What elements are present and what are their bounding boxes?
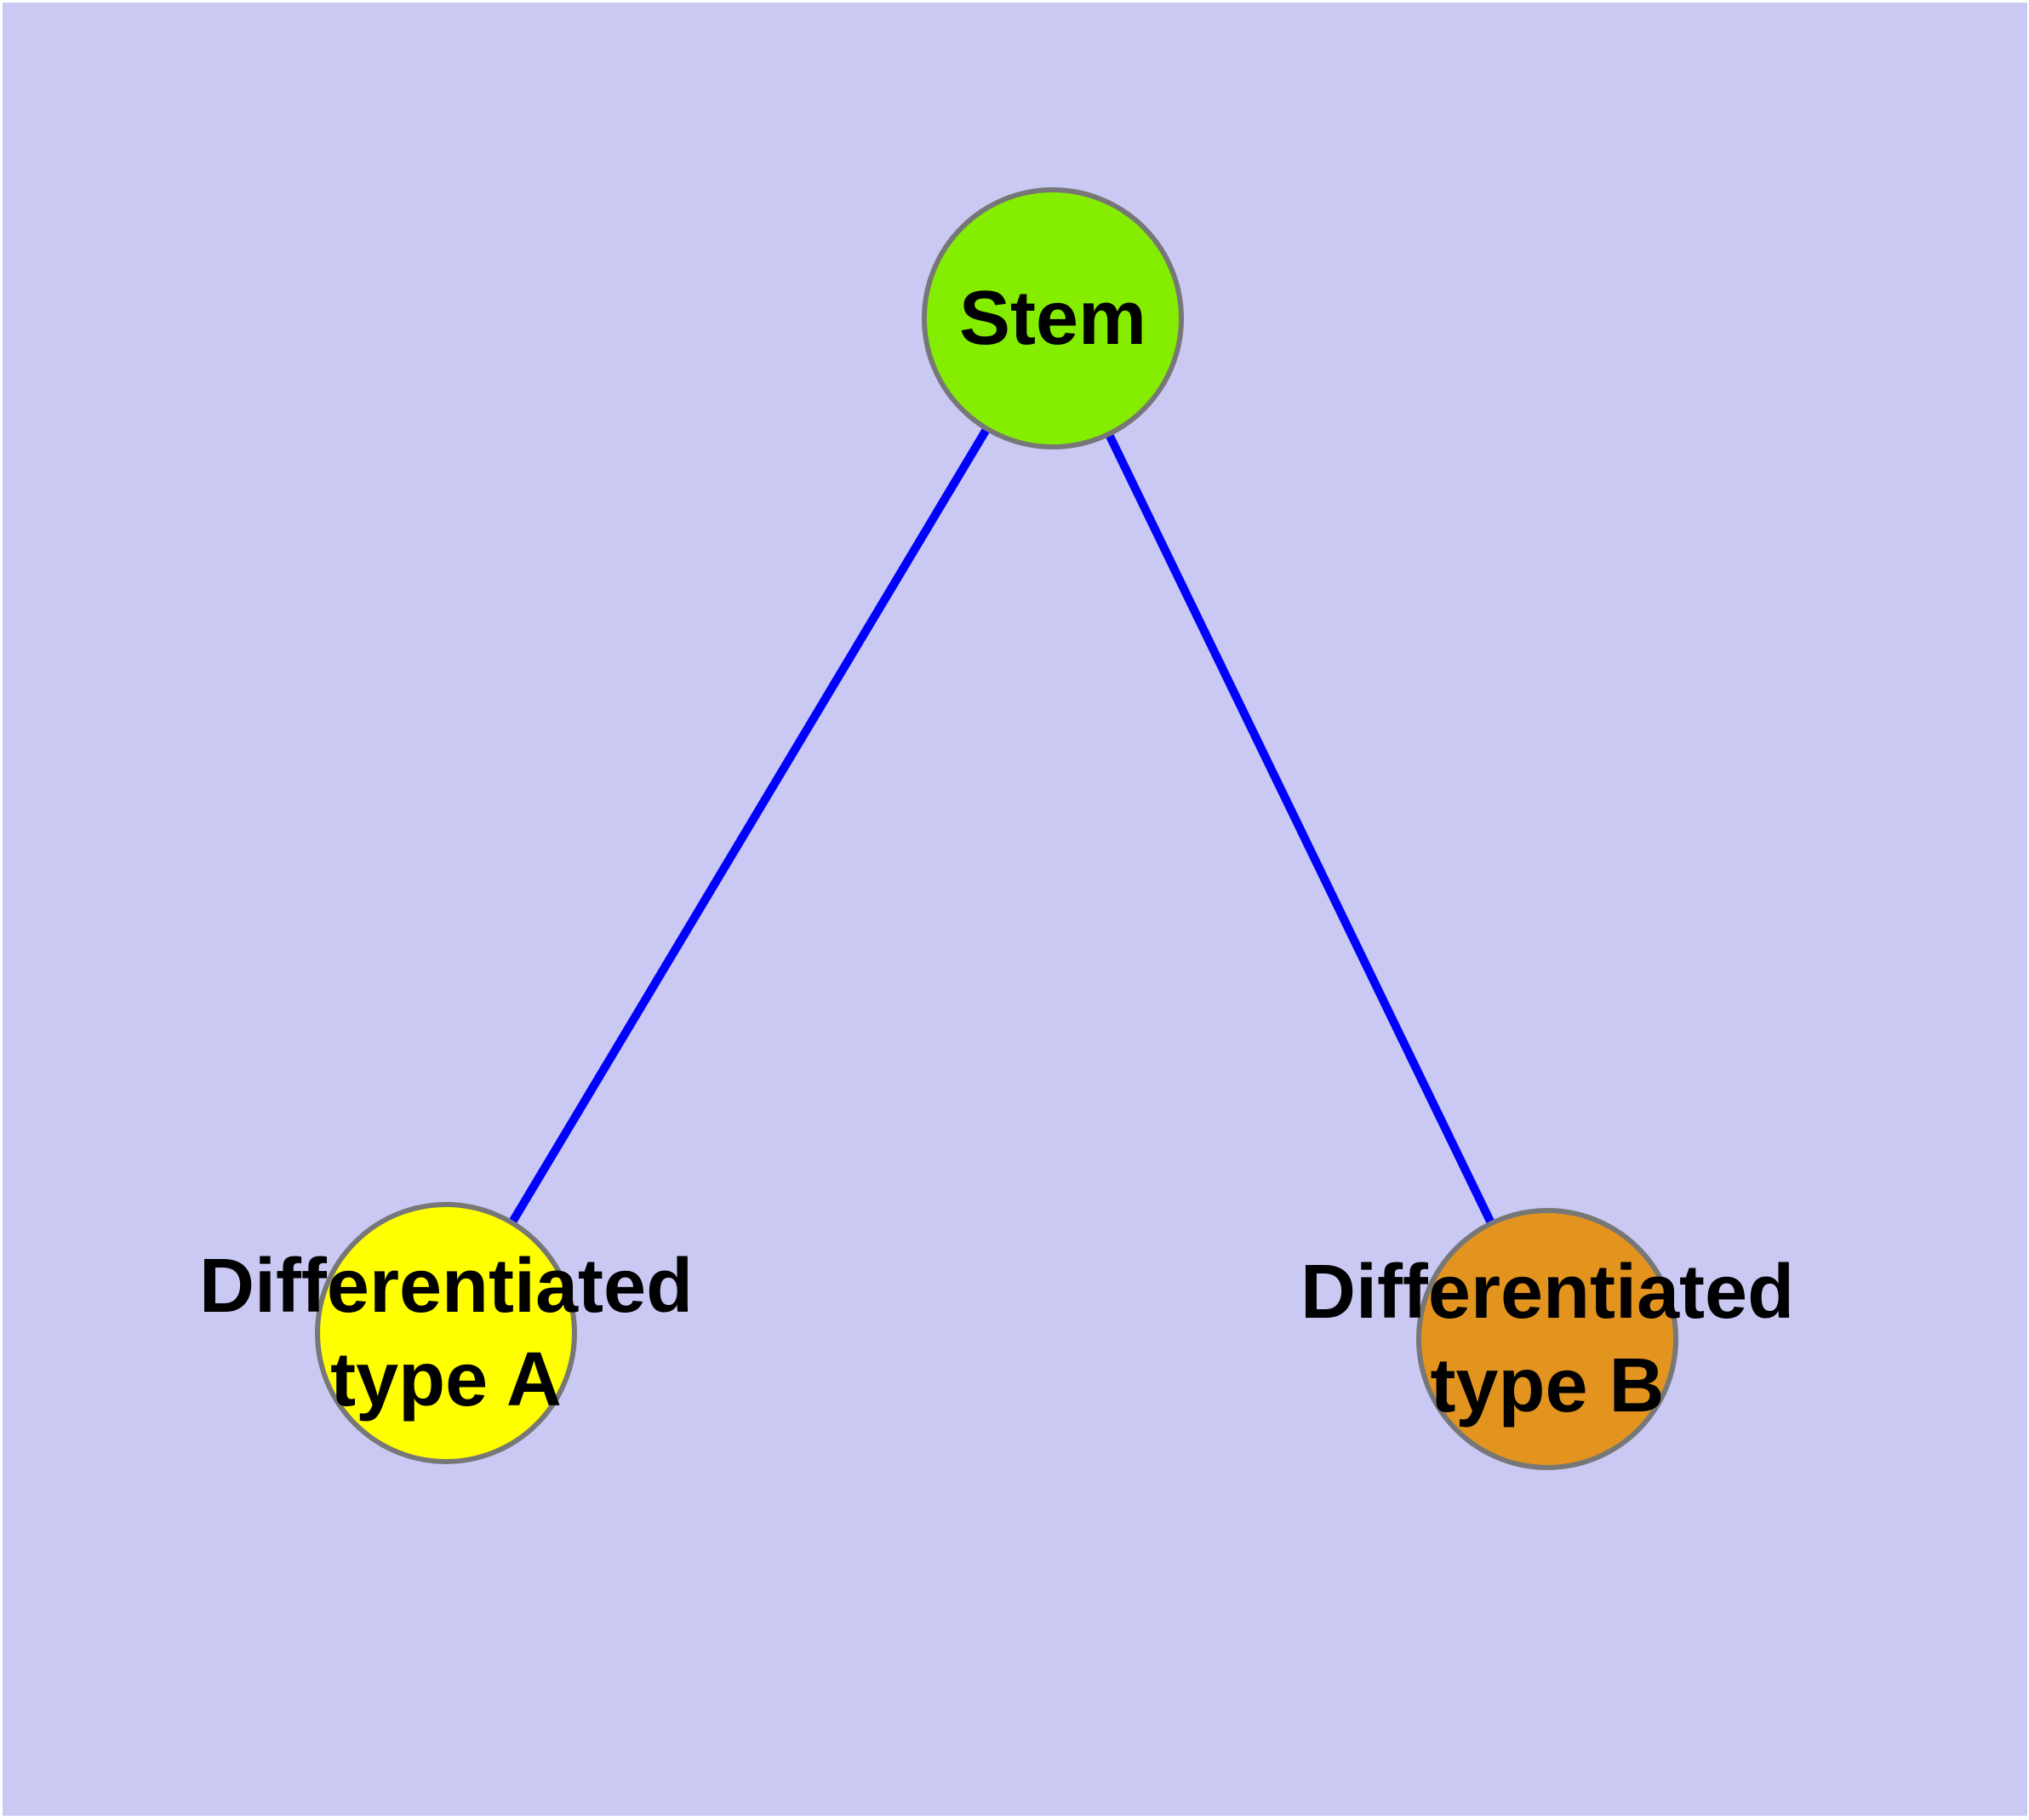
node-type-a-label-line2: type A bbox=[330, 1337, 562, 1422]
node-type-a-label: Differentiated type A bbox=[199, 1239, 693, 1427]
edge-stem-to-type-a bbox=[442, 316, 1057, 1336]
edge-stem-to-type-b bbox=[1049, 316, 1552, 1342]
node-type-a-circle bbox=[315, 1202, 577, 1464]
node-type-b-label-line1: Differentiated bbox=[1300, 1250, 1795, 1335]
node-stem-circle bbox=[922, 187, 1184, 449]
node-type-b-label-line2: type B bbox=[1430, 1343, 1665, 1428]
node-type-b-circle bbox=[1416, 1208, 1678, 1470]
node-type-b-label: Differentiated type B bbox=[1300, 1245, 1794, 1433]
node-type-a-label-line1: Differentiated bbox=[198, 1244, 694, 1329]
node-stem-label: Stem bbox=[958, 276, 1147, 361]
